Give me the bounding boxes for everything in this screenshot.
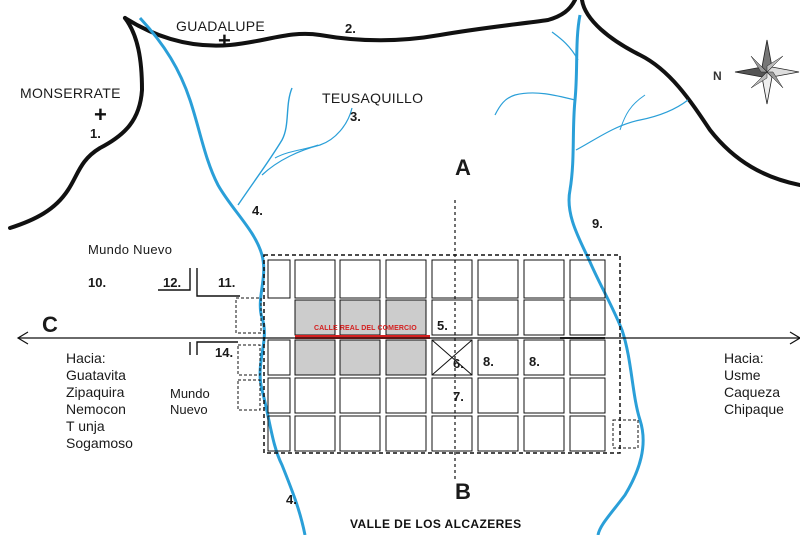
axis-label-b: B bbox=[455, 479, 471, 504]
label-10: 10. bbox=[88, 275, 107, 290]
calle-real-label: CALLE REAL DEL COMERCIO bbox=[314, 325, 417, 332]
river-tributary-teusaquillo bbox=[237, 87, 293, 206]
river-tributary-teusaquillo-2 bbox=[261, 107, 353, 176]
river-tributary-teusaquillo-3 bbox=[274, 144, 319, 159]
label-4-lower: 4. bbox=[286, 492, 297, 507]
label-6: 6. bbox=[453, 356, 464, 371]
label-8-right: 8. bbox=[529, 354, 540, 369]
label-3: 3. bbox=[350, 109, 361, 124]
river-tributary-east-1 bbox=[494, 92, 576, 116]
compass-rose bbox=[734, 39, 800, 105]
label-valle: VALLE DE LOS ALCAZERES bbox=[350, 517, 522, 531]
river-tributary-east-3 bbox=[551, 31, 579, 61]
bracket-markers bbox=[158, 268, 240, 355]
compass-north-label: N bbox=[713, 69, 722, 83]
label-11: 11. bbox=[218, 275, 236, 290]
axis-c-arrow-right bbox=[789, 331, 800, 345]
label-mundo-nuevo-bottom: Mundo Nuevo bbox=[170, 386, 210, 417]
town-boundary bbox=[263, 254, 621, 454]
label-7: 7. bbox=[453, 389, 464, 404]
direction-west: Hacia: Guatavita Zipaquira Nemocon T unj… bbox=[66, 350, 133, 452]
label-1: 1. bbox=[90, 126, 101, 141]
axis-label-c: C bbox=[42, 312, 58, 337]
axis-label-a: A bbox=[455, 155, 471, 180]
cross-monserrate-icon: + bbox=[94, 102, 107, 127]
label-guadalupe: GUADALUPE bbox=[176, 18, 266, 34]
direction-east: Hacia: Usme Caqueza Chipaque bbox=[724, 350, 784, 418]
label-9: 9. bbox=[592, 216, 603, 231]
label-2: 2. bbox=[345, 21, 356, 36]
label-8-left: 8. bbox=[483, 354, 494, 369]
mountain-ridge-east bbox=[580, 0, 800, 187]
label-monserrate: MONSERRATE bbox=[20, 85, 121, 101]
river-tributary-east-2 bbox=[575, 99, 689, 151]
river-san-agustin bbox=[567, 14, 645, 535]
outlying-blocks bbox=[235, 297, 639, 449]
mountain-ridge-guadalupe bbox=[123, 0, 577, 48]
label-teusaquillo: TEUSAQUILLO bbox=[322, 90, 424, 106]
mountain-ridge-monserrate bbox=[8, 16, 145, 230]
label-5: 5. bbox=[437, 318, 448, 333]
label-14: 14. bbox=[215, 345, 234, 360]
label-12: 12. bbox=[163, 275, 182, 290]
axis-c-arrow-left bbox=[16, 331, 29, 345]
label-4-upper: 4. bbox=[252, 203, 263, 218]
cross-guadalupe-icon: + bbox=[218, 28, 231, 53]
block-grid bbox=[267, 259, 606, 452]
river-tributary-east-4 bbox=[619, 94, 646, 131]
label-mundo-nuevo-top: Mundo Nuevo bbox=[88, 242, 173, 257]
